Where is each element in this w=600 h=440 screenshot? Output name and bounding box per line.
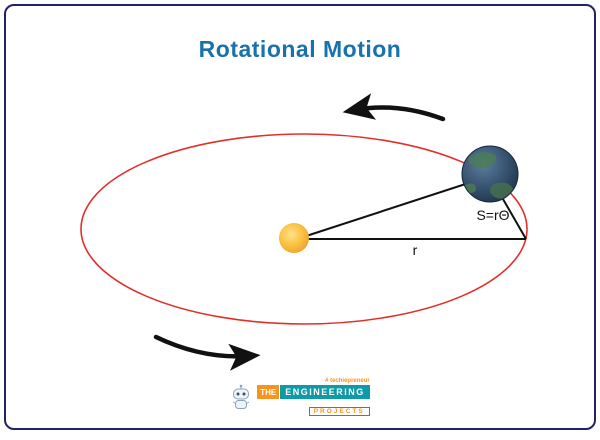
brand-word-projects: PROJECTS: [309, 407, 370, 416]
sun: [279, 223, 309, 253]
earth: [462, 146, 518, 202]
brand-word-the: THE: [257, 385, 279, 399]
brand-text: # techiepreneur THE ENGINEERING PROJECTS: [257, 378, 370, 418]
brand-logo: # techiepreneur THE ENGINEERING PROJECTS: [6, 378, 594, 418]
rotational-motion-diagram: S=rΘ r: [6, 6, 600, 440]
brand-row: THE ENGINEERING: [257, 385, 370, 399]
brand-tagline: # techiepreneur: [257, 378, 370, 384]
arrow-bottom: [156, 337, 248, 356]
diagram-frame: Rotational Motion: [4, 4, 596, 430]
line-sun-earth: [297, 177, 487, 239]
arrow-top: [355, 107, 443, 119]
brand-word-engineering: ENGINEERING: [280, 385, 370, 399]
label-radius: r: [413, 242, 418, 258]
robot-icon: [230, 384, 252, 412]
label-arc-length: S=rΘ: [476, 207, 509, 223]
brand-projects-wrap: PROJECTS: [257, 400, 370, 418]
